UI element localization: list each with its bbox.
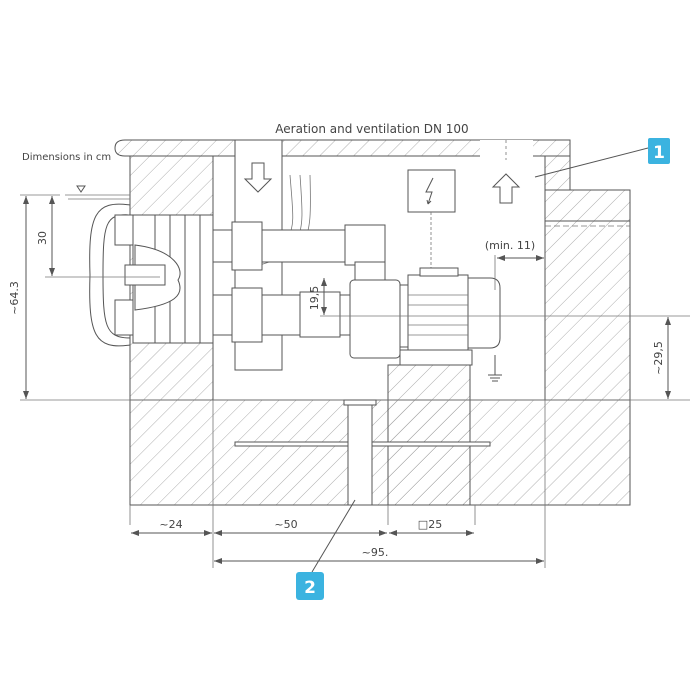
lower-pipe [212,287,354,343]
floor-slab [129,399,631,506]
dim-pump-axis-height: ~29,5 [652,341,665,375]
dim-wall-thickness: ~24 [159,518,182,531]
lightning-icon [425,177,434,205]
diagram-title: Aeration and ventilation DN 100 [275,122,468,136]
dim-total-height: ~64.3 [8,281,21,315]
callout-1-label: 1 [653,143,665,163]
arrow-down-icon [243,162,273,193]
right-wall [544,189,631,401]
pool-jet [89,203,214,347]
dim-chamber-width: ~95. [362,546,389,559]
ground-icon [488,355,502,382]
dim-pipe-spacing: 19,5 [308,286,321,311]
floor-drain [347,403,373,506]
callout-2 [296,572,324,600]
electrical-box [407,169,456,213]
pump [349,267,501,366]
dim-plinth-size: □25 [418,518,442,531]
dim-pump-distance: ~50 [274,518,297,531]
top-slab [114,139,571,157]
upper-pipe [212,221,386,283]
pump-plinth [387,364,471,506]
arrow-up-icon [491,173,521,204]
dim-water-to-jet: 30 [36,231,49,245]
dim-min-clearance: (min. 11) [485,239,535,252]
water-level-icon [76,185,86,193]
callout-2-label: 2 [304,578,316,598]
callout-1 [648,138,670,164]
units-note: Dimensions in cm [22,152,111,163]
